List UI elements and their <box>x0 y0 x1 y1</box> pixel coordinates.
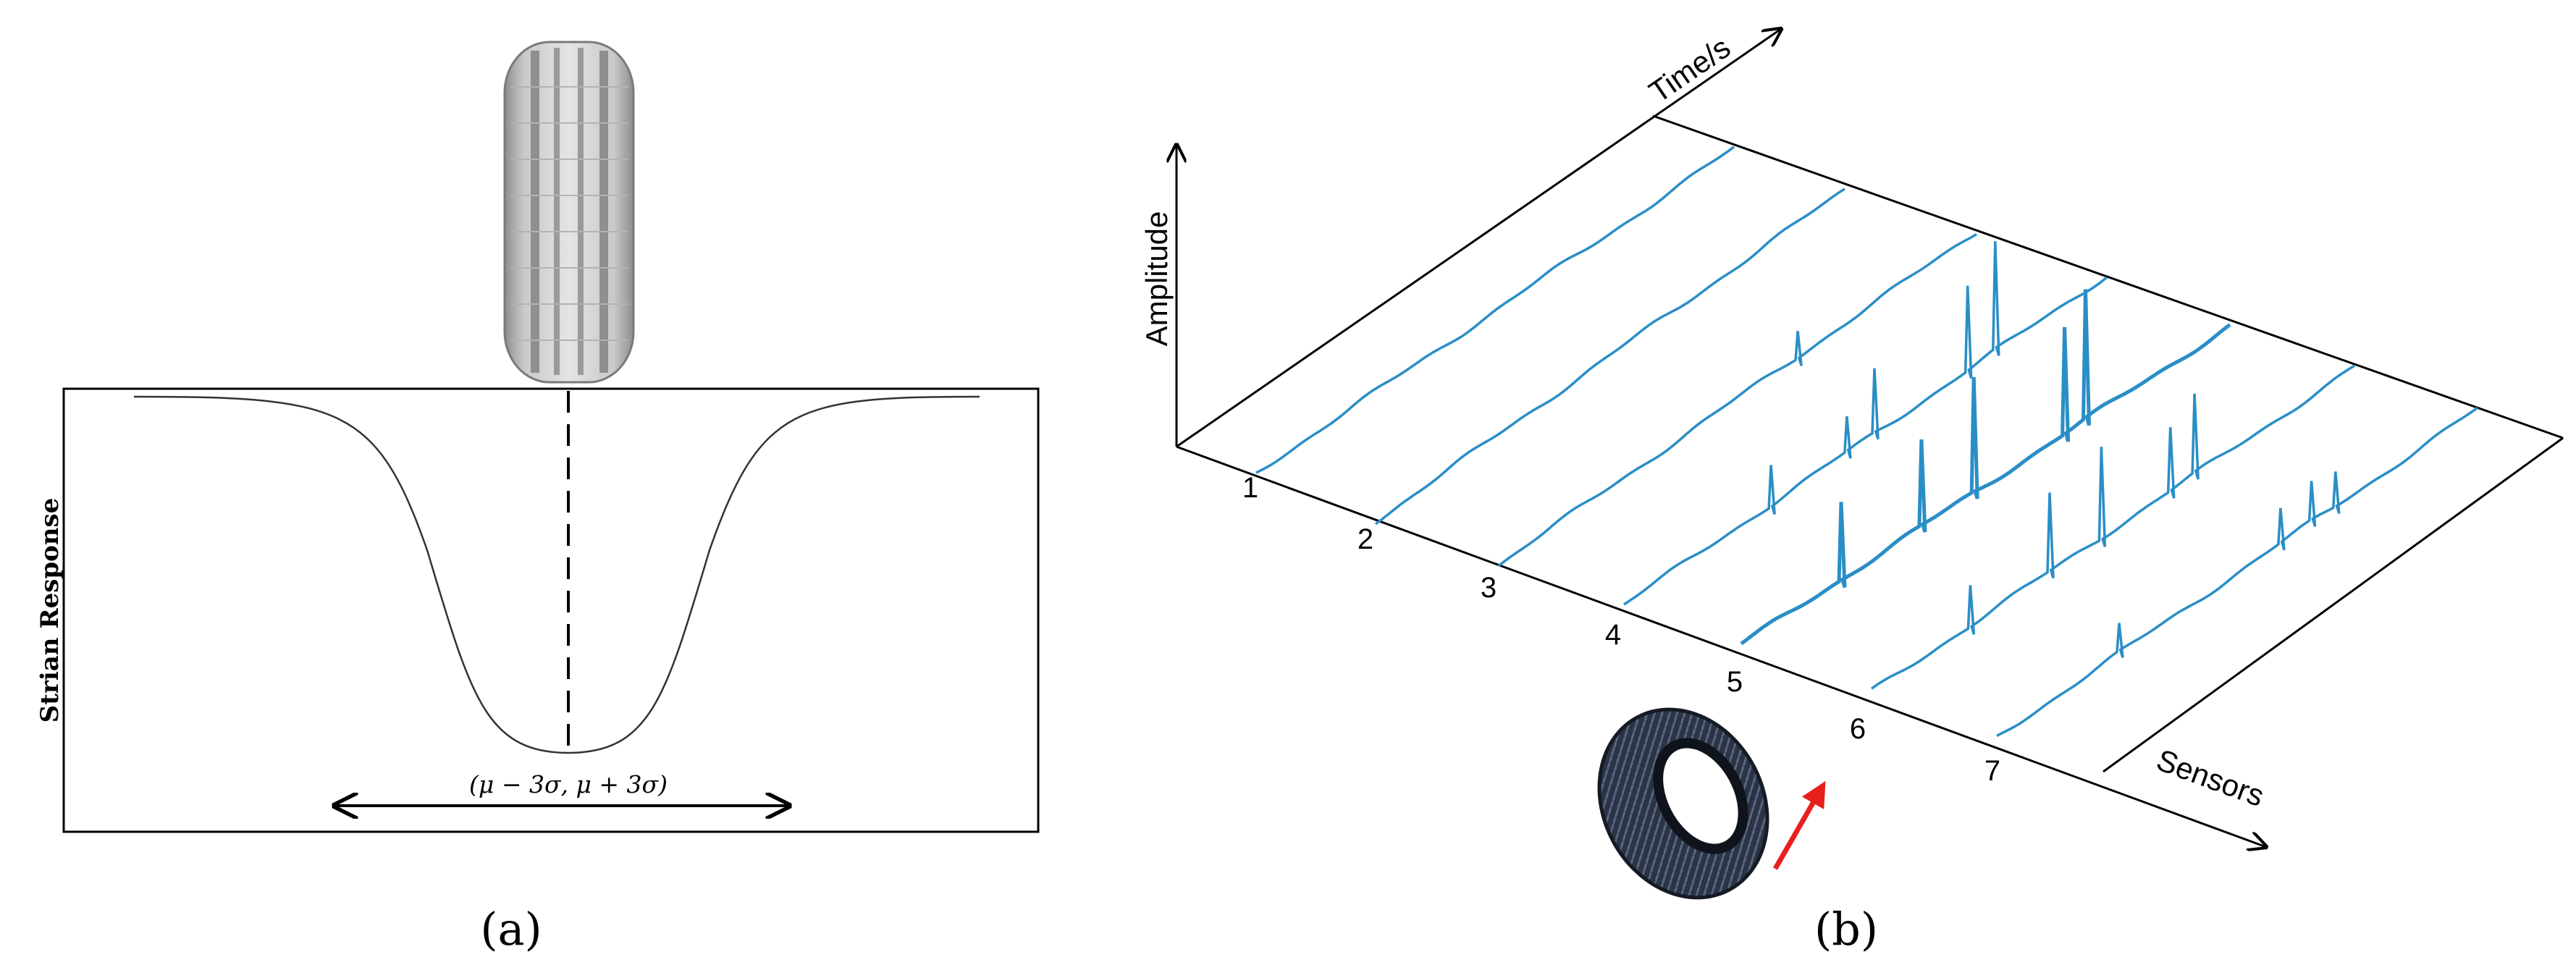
sensor-label-1: 1 <box>1242 472 1258 504</box>
sensor-trace-6 <box>1870 364 2355 690</box>
panel-b: Amplitude Time/s Sensors 1 2 3 4 5 6 7 (… <box>1140 29 2564 956</box>
plane-top-edge <box>1652 114 2564 439</box>
sensors-axis-label: Sensors <box>2152 743 2269 813</box>
tire-rolling-icon <box>1597 707 1769 900</box>
direction-arrow-icon <box>1772 780 1826 870</box>
sensors-axis <box>1176 445 2266 847</box>
sensor-label-3: 3 <box>1481 572 1497 604</box>
sensor-label-4: 4 <box>1605 619 1621 651</box>
sensor-label-2: 2 <box>1358 523 1373 555</box>
amplitude-axis-label: Amplitude <box>1140 211 1174 347</box>
panel-a: (μ − 3σ, μ + 3σ) Strian Response (a) <box>35 41 1040 956</box>
panel-b-caption: (b) <box>1814 903 1878 956</box>
sensor-trace-3 <box>1497 233 1977 567</box>
sensor-label-7: 7 <box>1984 755 2000 787</box>
y-axis-label: Strian Response <box>35 498 64 723</box>
strain-response-curve <box>133 395 980 754</box>
sensor-traces <box>1255 146 2479 737</box>
panel-a-caption: (a) <box>480 903 542 956</box>
sensor-trace-7 <box>1996 406 2479 737</box>
sensor-label-6: 6 <box>1850 713 1866 745</box>
time-axis <box>1176 29 1781 448</box>
plane-right-edge <box>2103 437 2564 773</box>
sensor-trace-4 <box>1623 241 2108 606</box>
range-label: (μ − 3σ, μ + 3σ) <box>469 770 668 798</box>
response-plot-frame <box>62 387 1040 833</box>
sensor-trace-5 <box>1740 289 2231 646</box>
sensor-trace-2 <box>1374 187 1845 526</box>
sensor-label-5: 5 <box>1727 666 1743 698</box>
sensor-trace-1 <box>1255 146 1735 474</box>
tire-front-icon <box>503 41 635 384</box>
